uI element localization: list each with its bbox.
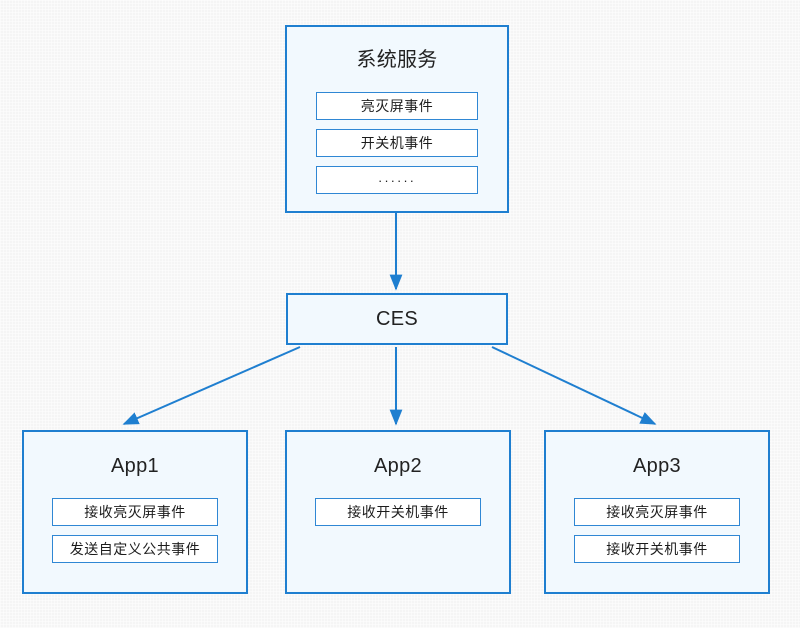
node-app2[interactable]: App2 接收开关机事件 xyxy=(285,430,511,594)
node-ces-title: CES xyxy=(375,308,419,330)
system-event-item-power[interactable]: 开关机事件 xyxy=(316,129,478,157)
system-event-item-ellipsis[interactable]: ······ xyxy=(316,166,478,194)
app3-item-list: 接收亮灭屏事件 接收开关机事件 xyxy=(546,498,768,563)
app2-item-receive-power-event[interactable]: 接收开关机事件 xyxy=(315,498,481,526)
edge-ces-to-app1 xyxy=(122,346,301,425)
node-ces[interactable]: CES xyxy=(286,293,508,345)
node-app3[interactable]: App3 接收亮灭屏事件 接收开关机事件 xyxy=(544,430,770,594)
node-app2-title: App2 xyxy=(374,455,422,477)
edge-ces-to-app3 xyxy=(491,346,657,425)
system-service-item-list: 亮灭屏事件 开关机事件 ······ xyxy=(287,92,507,194)
node-app3-title: App3 xyxy=(633,455,681,477)
app2-item-list: 接收开关机事件 xyxy=(287,498,509,526)
app3-item-receive-screen-event[interactable]: 接收亮灭屏事件 xyxy=(574,498,740,526)
app1-item-receive-screen-event[interactable]: 接收亮灭屏事件 xyxy=(52,498,218,526)
node-app1-title: App1 xyxy=(111,455,159,477)
system-event-item-screen[interactable]: 亮灭屏事件 xyxy=(316,92,478,120)
node-app1[interactable]: App1 接收亮灭屏事件 发送自定义公共事件 xyxy=(22,430,248,594)
app1-item-list: 接收亮灭屏事件 发送自定义公共事件 xyxy=(24,498,246,563)
node-system-service[interactable]: 系统服务 亮灭屏事件 开关机事件 ······ xyxy=(285,25,509,213)
app3-item-receive-power-event[interactable]: 接收开关机事件 xyxy=(574,535,740,563)
node-system-service-title: 系统服务 xyxy=(356,49,438,71)
app1-item-send-custom-event[interactable]: 发送自定义公共事件 xyxy=(52,535,218,563)
